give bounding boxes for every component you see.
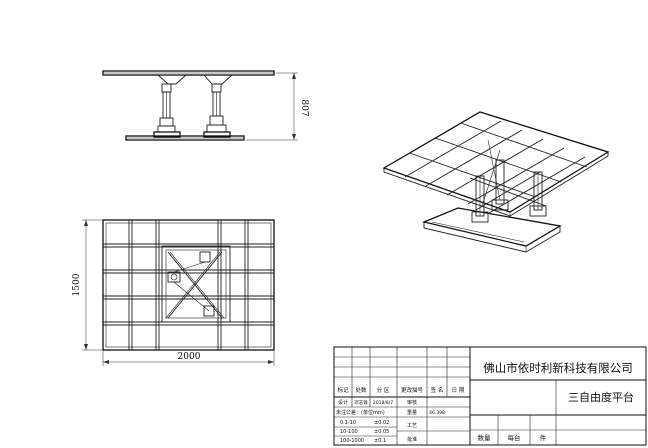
drawing-name: 三自由度平台	[568, 390, 634, 404]
plan-height-dimension-label: 1500	[72, 273, 82, 296]
label-approve: 批准	[407, 436, 417, 443]
title-block: 佛山市依时利新科技有限公司 三自由度平台 标记 处数 分 区 更改描号 签 名 …	[333, 346, 647, 446]
tol1-value: ±0.02	[374, 420, 389, 426]
label-change-doc: 更改描号	[401, 386, 424, 394]
side-view: 807	[102, 70, 309, 141]
weight-value: 46.398	[429, 410, 445, 416]
tol2-value: ±0.05	[374, 429, 389, 435]
label-mark: 标记	[337, 386, 349, 394]
tol3-range: 100-1000	[340, 438, 364, 444]
label-per-unit: 每台	[508, 433, 521, 442]
label-count: 处数	[355, 386, 367, 394]
plan-view: 2000 1500	[72, 219, 275, 366]
tol2-range: 10-100	[340, 429, 358, 435]
label-craft: 工艺	[407, 423, 417, 429]
height-dimension-label: 807	[299, 99, 309, 116]
label-design: 设计	[338, 399, 348, 406]
isometric-view	[382, 111, 610, 253]
design-date: 2018/8/7	[373, 400, 393, 406]
company-name: 佛山市依时利新科技有限公司	[483, 361, 633, 375]
label-pieces: 件	[540, 433, 547, 442]
label-quantity: 数量	[478, 433, 492, 442]
label-weight: 重量	[407, 409, 417, 416]
label-sign: 签 名	[431, 386, 444, 394]
label-date: 日 期	[452, 387, 465, 394]
tol1-range: 0.1-10	[340, 420, 356, 426]
width-dimension-label: 2000	[178, 352, 201, 362]
tol3-value: ±0.1	[374, 438, 386, 444]
label-zone: 分 区	[377, 386, 390, 394]
label-review: 审核	[407, 399, 417, 406]
designer-name: 邓志锋	[354, 399, 368, 406]
tolerance-heading: 未注公差：(单位mm)	[336, 409, 385, 416]
